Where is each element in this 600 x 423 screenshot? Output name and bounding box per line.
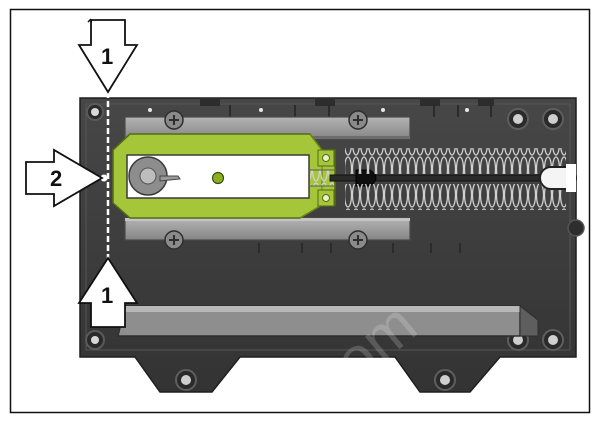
callout-left-label: 2: [50, 166, 62, 191]
tab-screws: [322, 154, 330, 202]
rod-end-slot: [539, 164, 577, 192]
pivot-cam: [128, 156, 181, 196]
upper-spring: [345, 148, 566, 174]
callout-left: 2: [25, 148, 104, 208]
callout-bottom-label: 1: [101, 283, 113, 308]
callout-bottom: 1: [77, 256, 139, 328]
mounting-holes: [85, 103, 564, 391]
rail-screws: [164, 110, 368, 250]
cut-marker: [100, 174, 108, 182]
callout-top: 1: [77, 18, 139, 94]
lower-bar: [117, 304, 539, 337]
connector-coil: [310, 169, 334, 187]
lower-spring: [345, 184, 566, 210]
lever-pin: [211, 171, 225, 185]
callout-top-label: 1: [101, 44, 113, 69]
right-hole: [567, 219, 585, 237]
